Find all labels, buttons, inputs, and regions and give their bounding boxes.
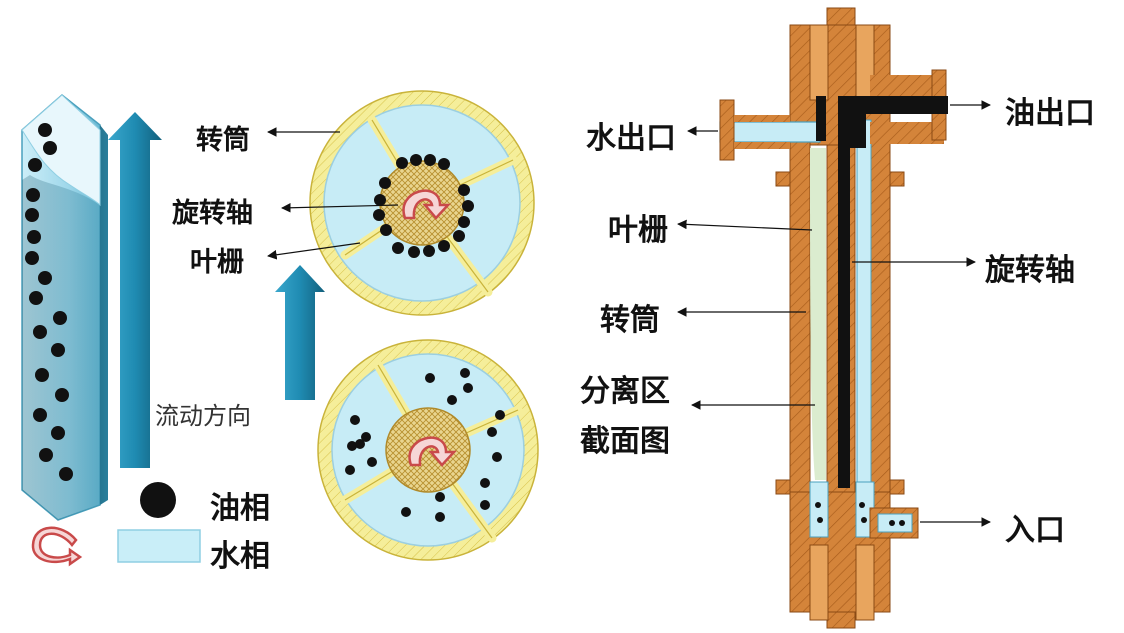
label-blade-grid-left: 叶栅	[190, 247, 244, 278]
legend-water-swatch	[117, 529, 201, 563]
label-water-outlet: 水出口	[586, 121, 676, 156]
left-leader-lines	[267, 127, 399, 260]
flow-direction-arrow-icon	[108, 112, 162, 468]
oil-outlet-pipe	[850, 69, 948, 148]
label-rotating-shaft-right: 旋转轴	[985, 253, 1075, 288]
inlet-pipe	[869, 507, 919, 539]
label-blade-grid-right: 叶栅	[608, 213, 668, 248]
label-rotor-drum-right: 转筒	[600, 303, 660, 338]
label-flow-direction: 流动方向	[155, 402, 251, 430]
water-outlet-pipe	[719, 99, 821, 161]
inlet-oil-droplets	[815, 502, 867, 523]
legend-oil-label: 油相	[210, 491, 270, 526]
flow-direction-arrow-small-icon	[275, 265, 325, 400]
label-separation-zone-2: 截面图	[580, 424, 670, 459]
label-rotating-shaft-left: 旋转轴	[172, 198, 253, 229]
cross-section-top	[309, 90, 535, 316]
cross-section-bottom	[317, 339, 539, 561]
label-rotor-drum-left: 转筒	[196, 125, 250, 156]
legend-water-label: 水相	[210, 539, 270, 574]
legend-oil-swatch	[140, 482, 176, 518]
right-leader-lines	[677, 100, 991, 527]
label-oil-outlet: 油出口	[1005, 96, 1095, 131]
rotating-shaft-oil-channel	[816, 96, 850, 488]
swirl-arrow-icon	[31, 526, 83, 567]
label-inlet: 入口	[1005, 513, 1065, 548]
column-oil-droplets	[25, 123, 73, 481]
label-separation-zone-1: 分离区	[580, 374, 670, 409]
